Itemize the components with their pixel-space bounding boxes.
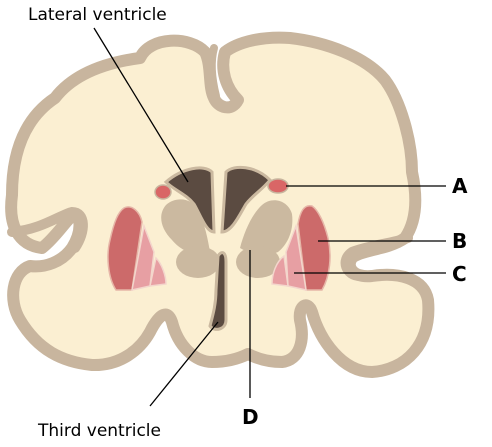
right-thalamus-d xyxy=(236,246,280,278)
label-third-ventricle: Third ventricle xyxy=(37,421,161,441)
label-d: D xyxy=(242,405,259,429)
right-caudate-nucleus xyxy=(240,200,293,255)
left-lateral-sulcus xyxy=(7,206,88,253)
label-b: B xyxy=(452,229,467,253)
label-a: A xyxy=(452,174,468,198)
right-globus-pallidus-inner xyxy=(271,254,289,287)
leader-line-third-ventricle xyxy=(149,321,219,407)
left-globus-pallidus-inner xyxy=(149,256,167,287)
left-putamen xyxy=(107,206,143,291)
right-putamen-b xyxy=(297,204,331,291)
right-red-structure-a xyxy=(267,178,289,194)
longitudinal-fissure xyxy=(207,44,220,100)
left-lateral-ventricle xyxy=(163,166,216,234)
left-red-nucleus-small xyxy=(154,184,172,200)
right-lateral-ventricle xyxy=(220,165,273,234)
leader-line-lateral-ventricle xyxy=(93,27,189,183)
left-thalamus xyxy=(176,246,220,278)
third-ventricle xyxy=(208,251,228,331)
label-lateral-ventricle: Lateral ventricle xyxy=(28,5,167,25)
label-c: C xyxy=(452,262,467,286)
